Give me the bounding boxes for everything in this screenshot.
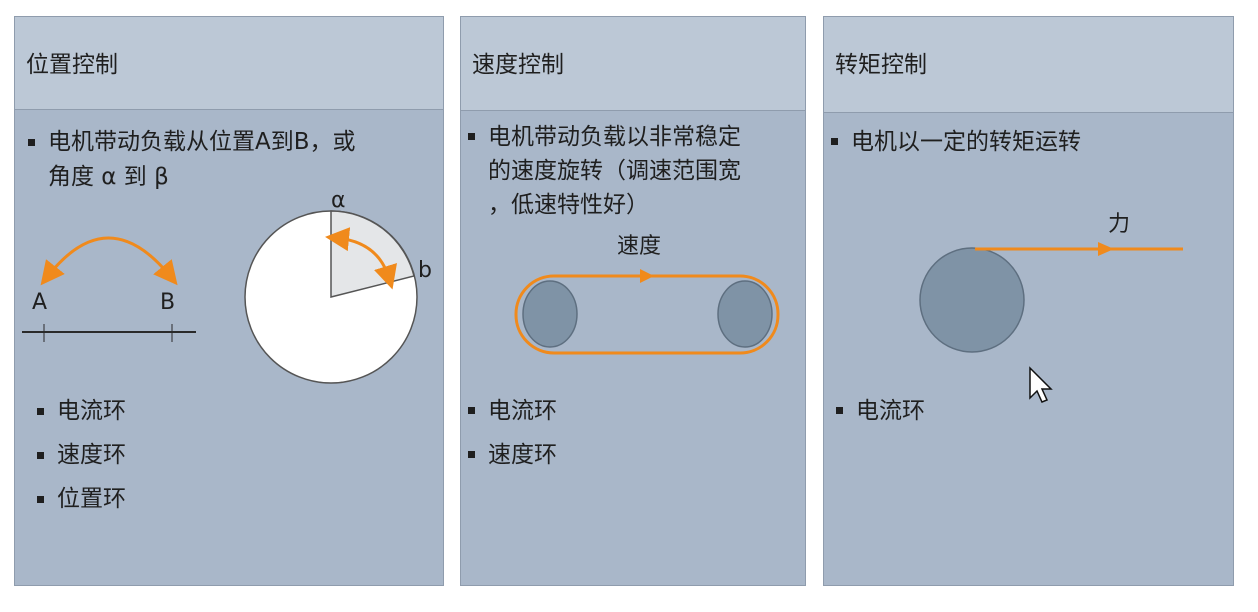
panel-torque-control: 转矩控制 xyxy=(823,16,1234,586)
description-line: 电机带动负载以非常稳定 xyxy=(488,124,741,150)
force-arrow xyxy=(1098,242,1114,256)
loop-item: 电流环 xyxy=(856,398,925,424)
description-line: 电机带动负载从位置A到B，或 xyxy=(48,129,356,155)
bullet-icon xyxy=(37,496,44,503)
pulley-right xyxy=(717,280,773,348)
panel-title: 位置控制 xyxy=(26,52,118,78)
bullet-icon xyxy=(37,452,44,459)
panel-header: 速度控制 xyxy=(461,17,805,111)
point-b-label: B xyxy=(160,290,176,315)
bullet-icon xyxy=(831,138,838,145)
loop-item: 速度环 xyxy=(57,442,126,468)
panel-title: 转矩控制 xyxy=(835,52,927,78)
description-line: 角度 α 到 β xyxy=(48,164,169,190)
loop-item: 电流环 xyxy=(57,398,126,424)
speed-label: 速度 xyxy=(617,234,662,259)
panel-header: 转矩控制 xyxy=(824,17,1233,113)
loop-item: 位置环 xyxy=(57,486,126,512)
loop-item: 速度环 xyxy=(488,442,557,468)
belt-direction-arrow xyxy=(640,269,654,283)
angle-sweep-arrow xyxy=(325,227,397,290)
description-line: 的速度旋转（调速范围宽 xyxy=(488,158,741,184)
description-line: 电机以一定的转矩运转 xyxy=(851,129,1081,155)
angle-b-label: b xyxy=(418,258,432,283)
bullet-icon xyxy=(468,451,475,458)
a-to-b-arc-arrow xyxy=(40,236,178,286)
description-line: ，低速特性好） xyxy=(488,192,649,218)
force-label: 力 xyxy=(1108,212,1131,237)
bullet-icon xyxy=(37,408,44,415)
panel-header: 位置控制 xyxy=(15,17,443,110)
point-a-label: A xyxy=(32,290,48,315)
angle-alpha-label: α xyxy=(331,188,346,213)
bullet-icon xyxy=(836,407,843,414)
panel-title: 速度控制 xyxy=(472,52,564,78)
motor-rotor xyxy=(919,247,1025,353)
bullet-icon xyxy=(468,133,475,140)
bullet-icon xyxy=(468,407,475,414)
bullet-icon xyxy=(28,139,35,146)
loop-item: 电流环 xyxy=(488,398,557,424)
pulley-left xyxy=(522,280,578,348)
